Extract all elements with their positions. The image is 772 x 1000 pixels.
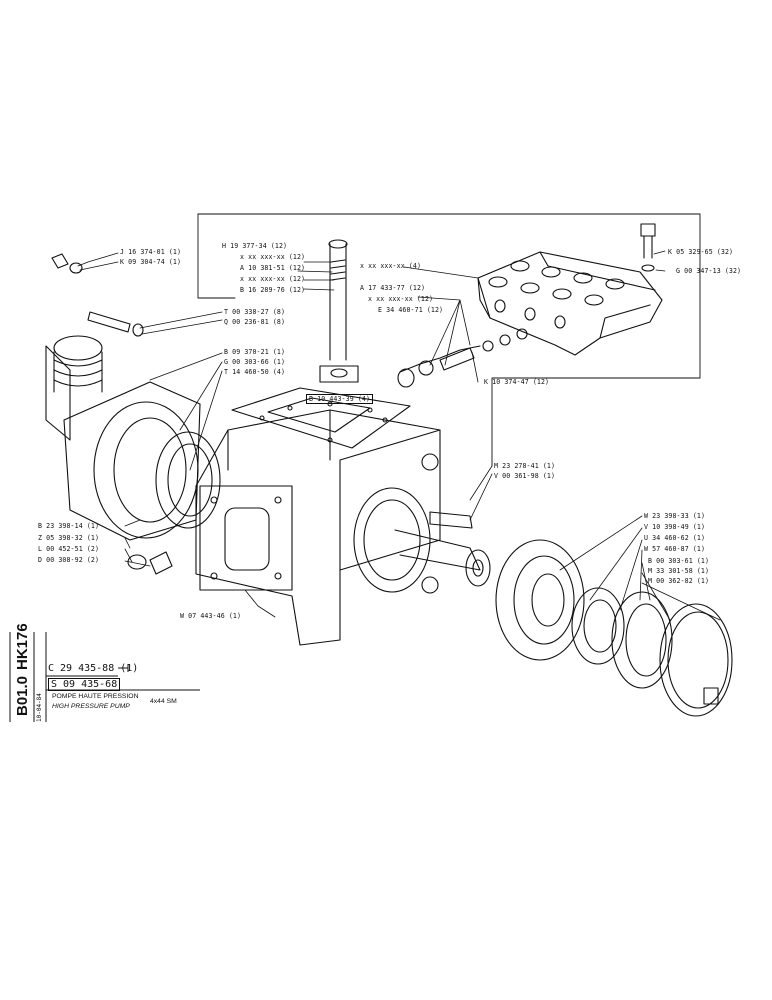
part-label-j16374: J 16 374-01 (1) <box>120 248 182 256</box>
pump-housing <box>195 409 441 646</box>
part-label-l00452: L 00 452-51 (2) <box>38 545 100 553</box>
part-label-b00303: B 00 303-61 (1) <box>648 557 710 565</box>
part-label-m23278: M 23 278-41 (1) <box>494 462 556 470</box>
part-label-b10443: B 10 443-39 (4) <box>306 394 374 404</box>
part-label-t00338: T 00 338-27 (8) <box>224 308 286 316</box>
part-label-v10398: V 10 398-49 (1) <box>644 523 706 531</box>
part-label-w07443: W 07 443-46 (1) <box>180 612 242 620</box>
part-label-q00236: Q 00 236-81 (8) <box>224 318 286 326</box>
part-label-xx12: x xx xxx-xx (12) <box>368 295 434 303</box>
title-english: HIGH PRESSURE PUMP <box>52 703 130 710</box>
part-label-b16289: B 16 289-76 (12) <box>240 286 306 294</box>
valve-group-frame <box>197 213 701 467</box>
valve-block <box>477 251 663 356</box>
part-label-d00308: D 00 308-92 (2) <box>38 556 100 564</box>
cap-screw <box>640 223 656 272</box>
part-label-z05398: Z 05 398-32 (1) <box>38 534 100 542</box>
part-label-e34460: E 34 460-71 (12) <box>378 306 444 314</box>
part-label-t14460: T 14 460-50 (4) <box>224 368 286 376</box>
part-label-v00361: V 00 361-98 (1) <box>494 472 556 480</box>
part-label-a17433: A 17 433-77 (12) <box>360 284 426 292</box>
model-designation: 4x44 SM <box>150 698 177 705</box>
leader-lines <box>77 250 721 621</box>
title-french: POMPE HAUTE PRESSION <box>52 693 139 700</box>
part-label-w23398: W 23 398-33 (1) <box>644 512 706 520</box>
part-label-m00362: M 00 362-82 (1) <box>648 577 710 585</box>
part-label-k09304: K 09 304-74 (1) <box>120 258 182 266</box>
part-label-g00303: G 00 303-66 (1) <box>224 358 286 366</box>
part-label-w57460: W 57 460-87 (1) <box>644 545 706 553</box>
part-label-m33301: M 33 301-58 (1) <box>648 567 710 575</box>
main-reference: C 29 435-88 (1) <box>48 663 139 674</box>
drive-shaft <box>394 511 491 587</box>
part-label-g00347: G 00 347-13 (32) <box>676 267 742 275</box>
part-label-xx2: x xx xxx-xx (12) <box>240 275 306 283</box>
part-label-b09370: B 09 370-21 (1) <box>224 348 286 356</box>
part-label-h19377: H 19 377-34 (12) <box>222 242 288 250</box>
part-label-k05329: K 05 329-65 (32) <box>668 248 734 256</box>
part-label-b23398: B 23 398-14 (1) <box>38 522 100 530</box>
part-label-u34460: U 34 460-62 (1) <box>644 534 706 542</box>
suction-flange <box>45 335 221 541</box>
bearing-assembly <box>495 539 733 717</box>
part-label-k10374: K 10 374-47 (12) <box>484 378 550 386</box>
part-label-a10381: A 10 381-51 (12) <box>240 264 306 272</box>
valve-stem-assembly <box>319 239 528 388</box>
part-label-xx1: x xx xxx-xx (12) <box>240 253 306 261</box>
gasket-plate <box>231 387 411 449</box>
part-label-xx4: x xx xxx-xx (4) <box>360 262 422 270</box>
